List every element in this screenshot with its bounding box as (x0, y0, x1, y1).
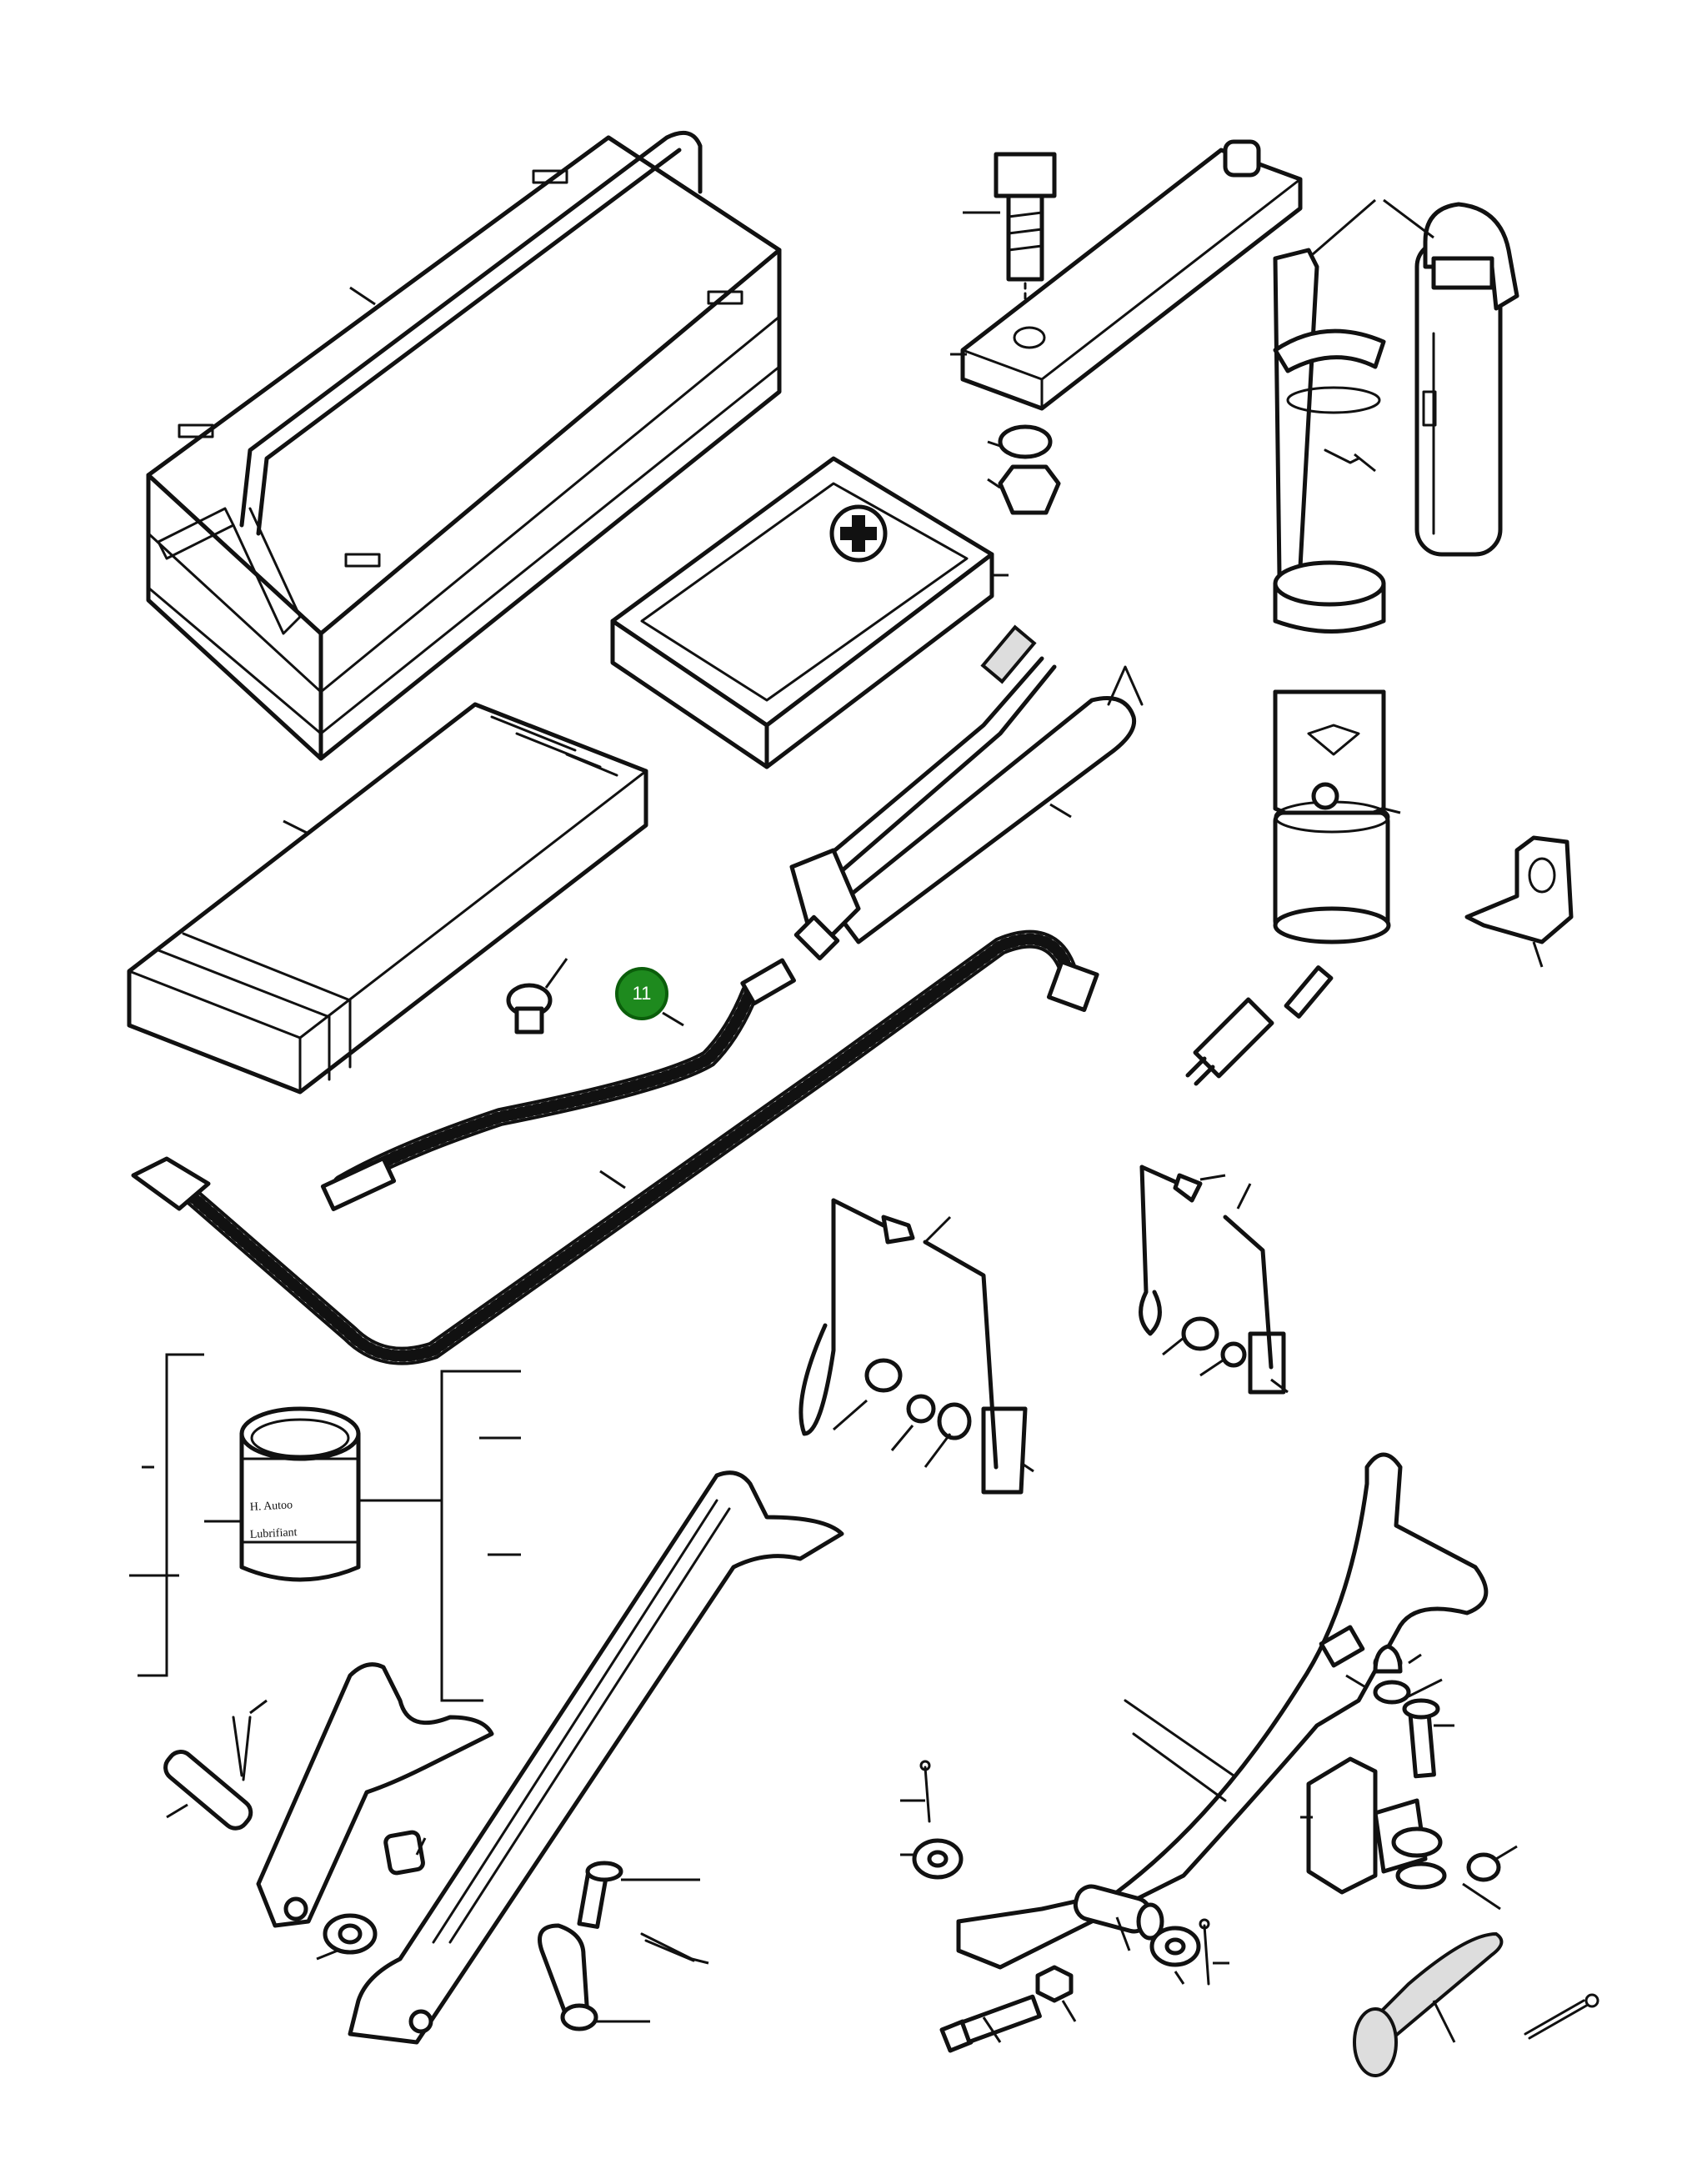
t-handle-right (1353, 1882, 1504, 2077)
knob-pin (577, 1861, 700, 1929)
tool-roll (127, 702, 648, 1095)
flexible-hose (320, 958, 796, 1211)
linkage-rod-right (1139, 1165, 1289, 1395)
washer-left (316, 1913, 378, 1961)
cross-icon (840, 515, 877, 552)
bolt-bottom (939, 1994, 1042, 2053)
grease-cap (506, 958, 568, 1034)
toolbox (146, 130, 782, 761)
short-spanner (256, 1662, 494, 1928)
can-label-line2: Lubrifiant (249, 1526, 298, 1541)
extinguisher-clamp (1273, 689, 1401, 944)
split-pins-right-small (900, 1760, 1229, 1986)
nut-bottom (1035, 1965, 1077, 2022)
grease-gun (789, 624, 1144, 961)
callout-11-badge[interactable]: 11 (615, 967, 668, 1020)
jack-plate-assembly (950, 139, 1303, 515)
t-handle-left (538, 1923, 650, 2031)
split-pin-left (640, 1932, 709, 1965)
lubricant-tin: H. Autoo Lubrifiant (129, 1353, 521, 1702)
angle-bracket (1464, 835, 1574, 968)
first-aid-kit (610, 456, 1009, 769)
washers-right (900, 1838, 1201, 1985)
fire-extinguisher (1414, 202, 1519, 557)
extinguisher-bracket (1273, 198, 1434, 634)
long-spanner (348, 1470, 844, 2045)
clevis-pin-left (163, 1699, 268, 1831)
can-label-line1: H. Autoo (249, 1499, 293, 1514)
linkage-rod-left (798, 1198, 1034, 1495)
throttle-lever (956, 1452, 1489, 1970)
split-pin-right (1524, 1993, 1599, 2040)
plug-tool (1185, 965, 1334, 1086)
rigid-extension (131, 929, 1099, 1365)
clevis-pin-right (1073, 1884, 1164, 1951)
throttle-bracket (1300, 1644, 1518, 1895)
bush (383, 1830, 427, 1876)
